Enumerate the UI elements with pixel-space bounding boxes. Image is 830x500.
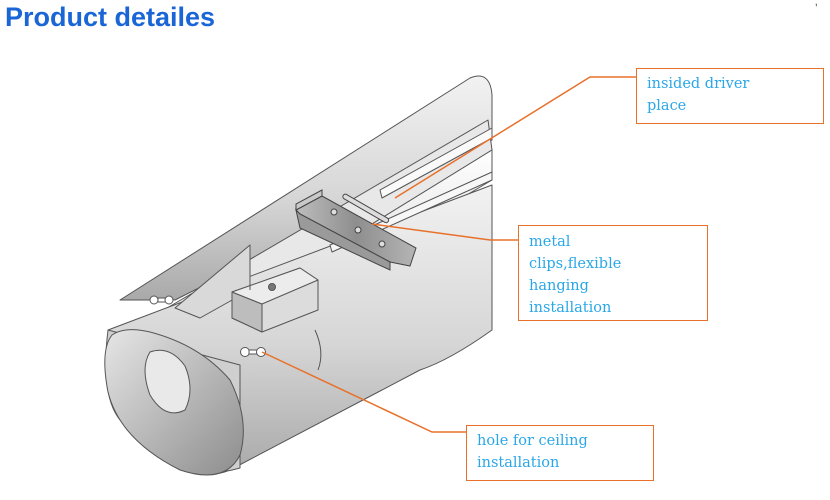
leader-hole (261, 351, 466, 433)
metal-clip (295, 189, 417, 271)
leader-lines (261, 76, 636, 433)
keyhole-hole-lower (240, 347, 266, 357)
callout-hole-line-1: hole for ceiling (477, 433, 588, 449)
housing-body (104, 75, 493, 476)
keyhole-hole-upper (149, 295, 174, 305)
callout-clips-line-4: installation (529, 300, 612, 316)
callout-driver-line-2: place (647, 98, 687, 114)
callout-ceiling-hole: hole for ceiling installation (466, 425, 654, 481)
leader-driver (394, 76, 636, 199)
callout-driver-line-1: insided driver (647, 76, 750, 92)
callout-clips-line-1: metal (529, 234, 571, 250)
callout-metal-clips: metal clips,flexible hanging installatio… (518, 225, 708, 321)
callout-clips-line-3: hanging (529, 278, 589, 294)
callout-clips-line-2: clips,flexible (529, 256, 622, 272)
callout-driver-place: insided driver place (636, 68, 824, 124)
corner-mark: , (814, 0, 818, 8)
callout-hole-line-2: installation (477, 455, 560, 471)
page-title: Product detailes (5, 2, 216, 32)
leader-clips (371, 223, 518, 241)
